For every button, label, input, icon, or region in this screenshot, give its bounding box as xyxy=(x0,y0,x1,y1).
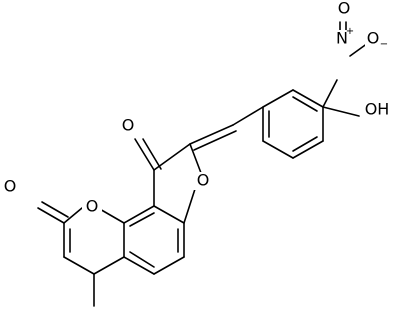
bond xyxy=(153,205,185,224)
bond xyxy=(322,106,360,117)
bond xyxy=(262,140,294,159)
bond xyxy=(153,143,191,171)
bond xyxy=(97,207,125,224)
bond xyxy=(193,130,237,151)
bond xyxy=(37,207,65,224)
bond xyxy=(189,124,234,145)
bond xyxy=(129,251,155,268)
bond xyxy=(189,143,202,174)
bond xyxy=(153,256,185,275)
carbonyl-oxygen-label: O xyxy=(122,116,135,135)
furan-oxygen-label: O xyxy=(197,171,210,190)
bond xyxy=(322,79,338,108)
hydroxyl-label: OH xyxy=(365,100,390,119)
lactone-carbonyl-oxygen-label: O xyxy=(4,177,17,196)
bond xyxy=(142,138,162,170)
bond xyxy=(292,96,318,112)
nitro-nitrogen-label: N xyxy=(336,29,348,48)
bond xyxy=(292,89,324,108)
bond xyxy=(63,256,95,275)
lactone-oxygen-label: O xyxy=(86,197,99,216)
bond xyxy=(292,140,324,159)
bond xyxy=(129,212,155,227)
nitro-negative-charge-label: − xyxy=(380,39,388,50)
bond xyxy=(93,256,125,275)
bond xyxy=(292,136,318,152)
bond xyxy=(183,188,196,224)
nitro-positive-charge-label: + xyxy=(346,26,354,37)
bond xyxy=(41,201,69,218)
bond xyxy=(262,89,294,108)
bond xyxy=(63,207,83,224)
bond xyxy=(134,138,155,171)
bond xyxy=(123,205,155,224)
nitro-oxygen-top-label: O xyxy=(338,0,351,18)
bond xyxy=(232,106,264,126)
bond xyxy=(123,256,155,275)
nitro-oxygen-right-label: O xyxy=(367,29,380,48)
